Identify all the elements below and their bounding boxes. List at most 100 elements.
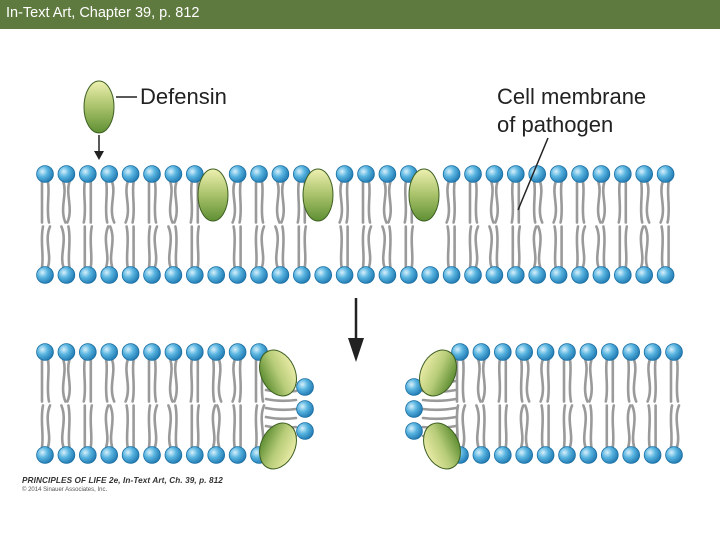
pore-edge-head bbox=[405, 422, 423, 440]
lipid-tail bbox=[532, 225, 538, 269]
phospholipid-head bbox=[186, 165, 204, 183]
lipid-tail bbox=[452, 180, 457, 224]
phospholipid-head bbox=[335, 165, 354, 183]
phospholipid-head bbox=[357, 165, 375, 183]
phospholipid-head bbox=[271, 266, 290, 284]
lipid-tail bbox=[260, 225, 266, 269]
phospholipid-head bbox=[592, 165, 611, 183]
lipid-tail bbox=[632, 358, 638, 403]
phospholipid-head bbox=[665, 343, 683, 361]
membrane-label-line2: of pathogen bbox=[497, 112, 613, 137]
phospholipid-head bbox=[464, 165, 482, 183]
phospholipid-head bbox=[536, 446, 555, 464]
header-bar: In-Text Art, Chapter 39, p. 812 bbox=[0, 0, 720, 29]
lipid-tail bbox=[46, 225, 52, 269]
lipid-tail bbox=[46, 404, 52, 449]
phospholipid-head bbox=[665, 446, 683, 464]
lipid-tail bbox=[504, 404, 509, 449]
lipid-tail bbox=[602, 225, 606, 269]
lipid-tail bbox=[275, 180, 281, 224]
phospholipid-head bbox=[121, 446, 140, 464]
lipid-tail bbox=[611, 404, 616, 449]
defensin-free bbox=[83, 80, 115, 134]
lipid-tail bbox=[339, 225, 344, 269]
lipid-tail bbox=[231, 358, 237, 403]
phospholipid-head bbox=[442, 266, 461, 284]
lipid-tail bbox=[124, 358, 130, 403]
lipid-tail bbox=[104, 225, 110, 269]
lipid-tail bbox=[264, 397, 298, 403]
lipid-tail bbox=[646, 358, 652, 403]
lipid-tail bbox=[153, 225, 159, 269]
lipid-tail bbox=[604, 358, 609, 403]
phospholipid-head bbox=[558, 343, 576, 361]
membrane-bottom-right-heads bbox=[405, 343, 683, 464]
defensin-pore-right-bottom bbox=[423, 422, 461, 470]
phospholipid-head bbox=[79, 343, 97, 361]
phospholipid-head bbox=[600, 343, 619, 361]
phospholipid-head bbox=[186, 343, 204, 361]
lipid-tail bbox=[675, 358, 680, 403]
membrane-top-tails bbox=[40, 180, 671, 269]
phospholipid-head bbox=[143, 266, 161, 284]
phospholipid-head bbox=[314, 266, 333, 284]
lipid-tail bbox=[215, 404, 221, 449]
phospholipid-head bbox=[571, 165, 589, 183]
lipid-tail bbox=[173, 358, 178, 403]
lipid-tail bbox=[211, 358, 216, 403]
lipid-tail bbox=[381, 225, 386, 269]
lipid-tail bbox=[196, 404, 201, 449]
phospholipid-head bbox=[207, 446, 226, 464]
phospholipid-head bbox=[228, 266, 247, 284]
lipid-tail bbox=[647, 404, 652, 449]
lipid-tail bbox=[421, 406, 458, 412]
phospholipid-head bbox=[493, 343, 512, 361]
lipid-tail bbox=[387, 180, 392, 224]
copyright-notice: © 2014 Sinauer Associates, Inc. bbox=[22, 487, 108, 493]
lipid-tail bbox=[147, 225, 152, 269]
lipid-tail bbox=[61, 358, 67, 403]
phospholipid-head bbox=[121, 165, 140, 183]
lipid-tail bbox=[46, 358, 51, 403]
defensin-inserted-3 bbox=[408, 168, 440, 222]
defensin-pore-left-top bbox=[259, 349, 297, 397]
lipid-tail bbox=[232, 225, 237, 269]
lipid-tail bbox=[303, 225, 308, 269]
lipid-tail bbox=[536, 225, 542, 269]
phospholipid-head bbox=[36, 266, 54, 284]
lipid-tail bbox=[217, 358, 223, 403]
lipid-tail bbox=[539, 358, 545, 403]
lipid-tail bbox=[445, 180, 451, 224]
phospholipid-head bbox=[57, 266, 76, 284]
phospholipid-head bbox=[506, 266, 525, 284]
phospholipid-head bbox=[143, 165, 161, 183]
phospholipid-head bbox=[335, 266, 354, 284]
phospholipid-head bbox=[421, 266, 440, 284]
lipid-tail bbox=[361, 225, 366, 269]
phospholipid-head bbox=[451, 343, 469, 361]
lipid-tail bbox=[274, 225, 279, 269]
lipid-tail bbox=[153, 404, 159, 449]
lipid-tail bbox=[67, 404, 71, 449]
lipid-tail bbox=[461, 404, 467, 449]
phospholipid-head bbox=[164, 165, 183, 183]
lipid-tail bbox=[231, 180, 237, 224]
lipid-tail bbox=[476, 358, 482, 403]
phospholipid-head bbox=[622, 446, 640, 464]
lipid-tail bbox=[167, 225, 172, 269]
lipid-tail bbox=[474, 225, 480, 269]
phospholipid-head bbox=[121, 343, 140, 361]
lipid-tail bbox=[264, 406, 298, 412]
phospholipid-head bbox=[79, 266, 97, 284]
lipid-tail bbox=[589, 404, 593, 449]
membrane-bottom-right-tails bbox=[455, 358, 681, 449]
lipid-tail bbox=[196, 225, 201, 269]
lipid-tail bbox=[474, 180, 479, 224]
lipid-tail bbox=[189, 180, 194, 224]
phospholipid-head bbox=[635, 266, 653, 284]
lipid-tail bbox=[167, 404, 172, 449]
phospholipid-head bbox=[472, 343, 491, 361]
defensin-inserted-1 bbox=[197, 168, 229, 222]
lipid-tail bbox=[519, 404, 525, 449]
pore-edge-head bbox=[296, 378, 314, 396]
